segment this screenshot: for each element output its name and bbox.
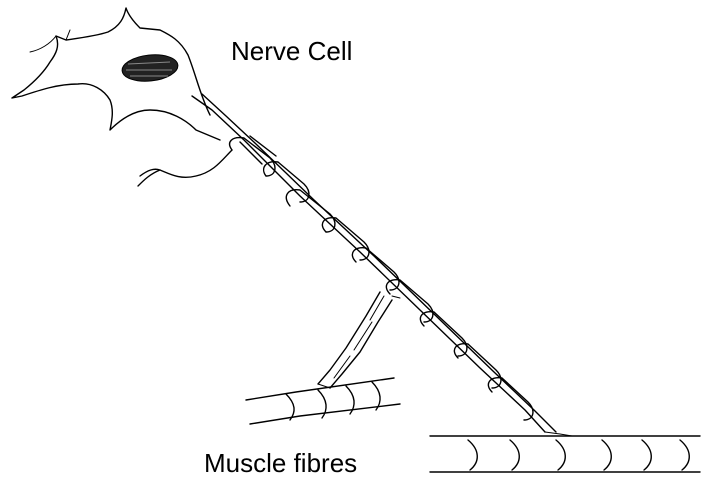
muscle-fibre-lower	[430, 436, 700, 472]
nerve-cell-label: Nerve Cell	[231, 38, 352, 64]
muscle-fibres-label: Muscle fibres	[204, 450, 357, 476]
muscle-fibre-upper	[246, 378, 400, 424]
nerve-cell-body	[12, 8, 232, 186]
nucleus	[121, 52, 179, 84]
axon-branch	[318, 292, 400, 388]
axon	[192, 94, 572, 436]
myelin-sheath	[230, 136, 533, 420]
